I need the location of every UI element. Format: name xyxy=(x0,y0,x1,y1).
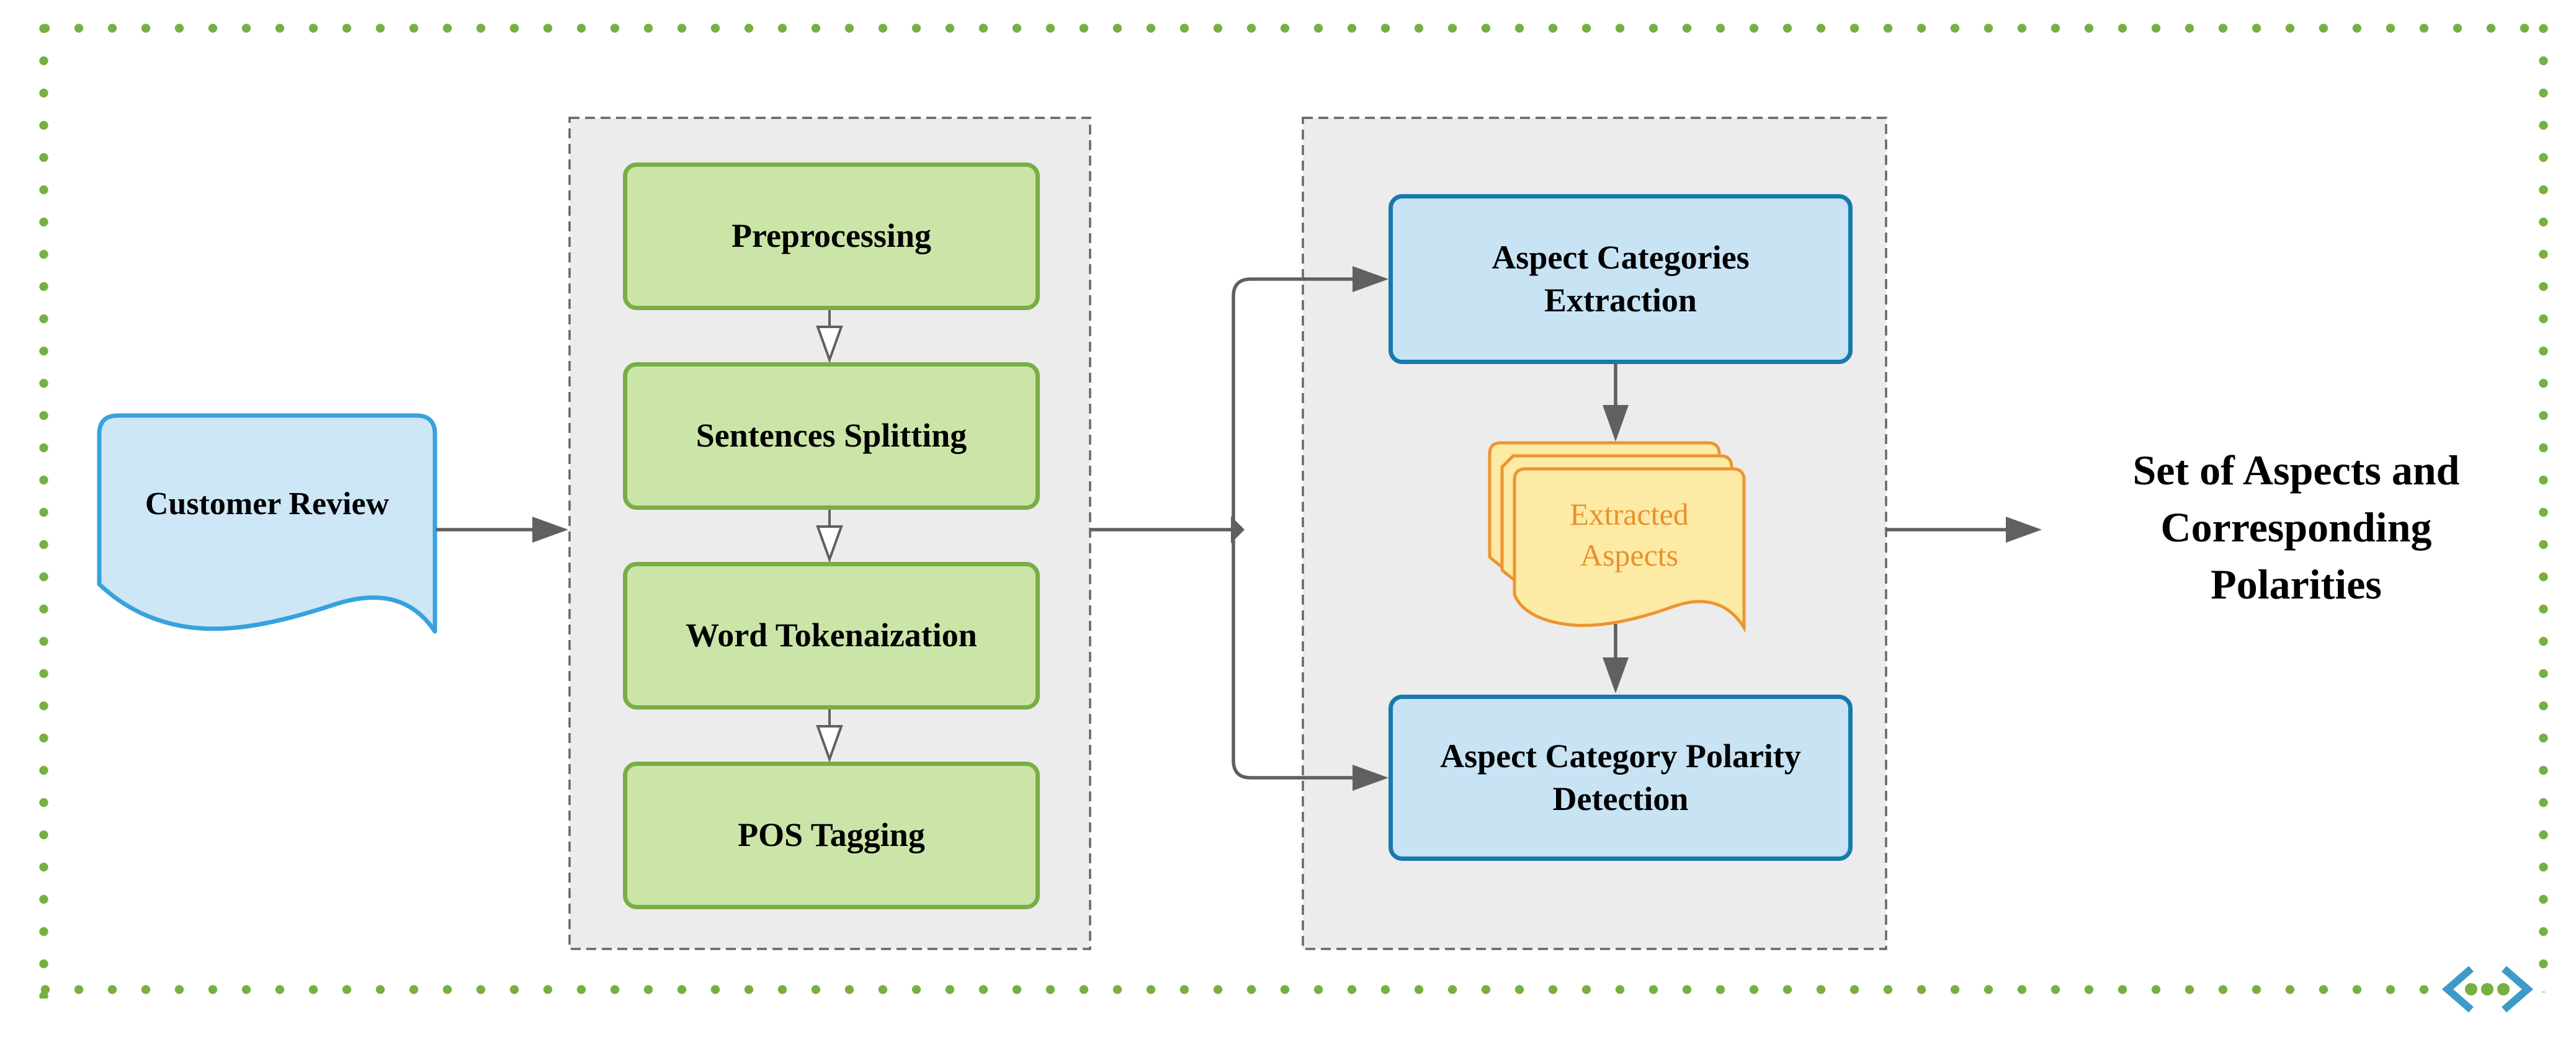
extracted-aspects-stack-shape xyxy=(1488,441,1746,633)
arrow-fork-to-extraction-stages xyxy=(1090,266,1389,791)
code-brackets-dots-icon xyxy=(2441,966,2534,1013)
step-sentences-splitting-label: Sentences Splitting xyxy=(695,417,967,455)
aspect-category-polarity-detection-box: Aspect Category Polarity Detection xyxy=(1389,695,1853,861)
aspect-categories-extraction-box: Aspect Categories Extraction xyxy=(1389,194,1853,364)
step-pos-tagging: POS Tagging xyxy=(623,762,1040,909)
aspect-category-polarity-detection-label: Aspect Category Polarity Detection xyxy=(1440,737,1801,817)
arrow-review-to-preprocessing xyxy=(436,517,568,543)
step-word-tokenaization: Word Tokenaization xyxy=(623,562,1040,710)
output-label: Set of Aspects and Corresponding Polarit… xyxy=(2132,447,2460,608)
aspect-categories-extraction-label: Aspect Categories Extraction xyxy=(1491,238,1750,319)
customer-review-label: Customer Review xyxy=(145,486,390,522)
hollow-arrow-1 xyxy=(816,310,843,363)
hollow-arrow-3 xyxy=(816,710,843,763)
arrow-to-output xyxy=(1887,517,2042,543)
step-pos-tagging-label: POS Tagging xyxy=(738,816,925,854)
customer-review-document-shape xyxy=(97,413,437,634)
step-sentences-splitting: Sentences Splitting xyxy=(623,362,1040,510)
arrow-extraction-to-stack xyxy=(1603,364,1629,442)
arrow-stack-to-polarity xyxy=(1603,624,1629,693)
extracted-aspects-label: Extracted Aspects xyxy=(1570,497,1689,572)
step-preprocessing-label: Preprocessing xyxy=(731,217,931,255)
step-word-tokenaization-label: Word Tokenaization xyxy=(686,616,977,654)
step-preprocessing: Preprocessing xyxy=(623,162,1040,310)
hollow-arrow-2 xyxy=(816,510,843,563)
